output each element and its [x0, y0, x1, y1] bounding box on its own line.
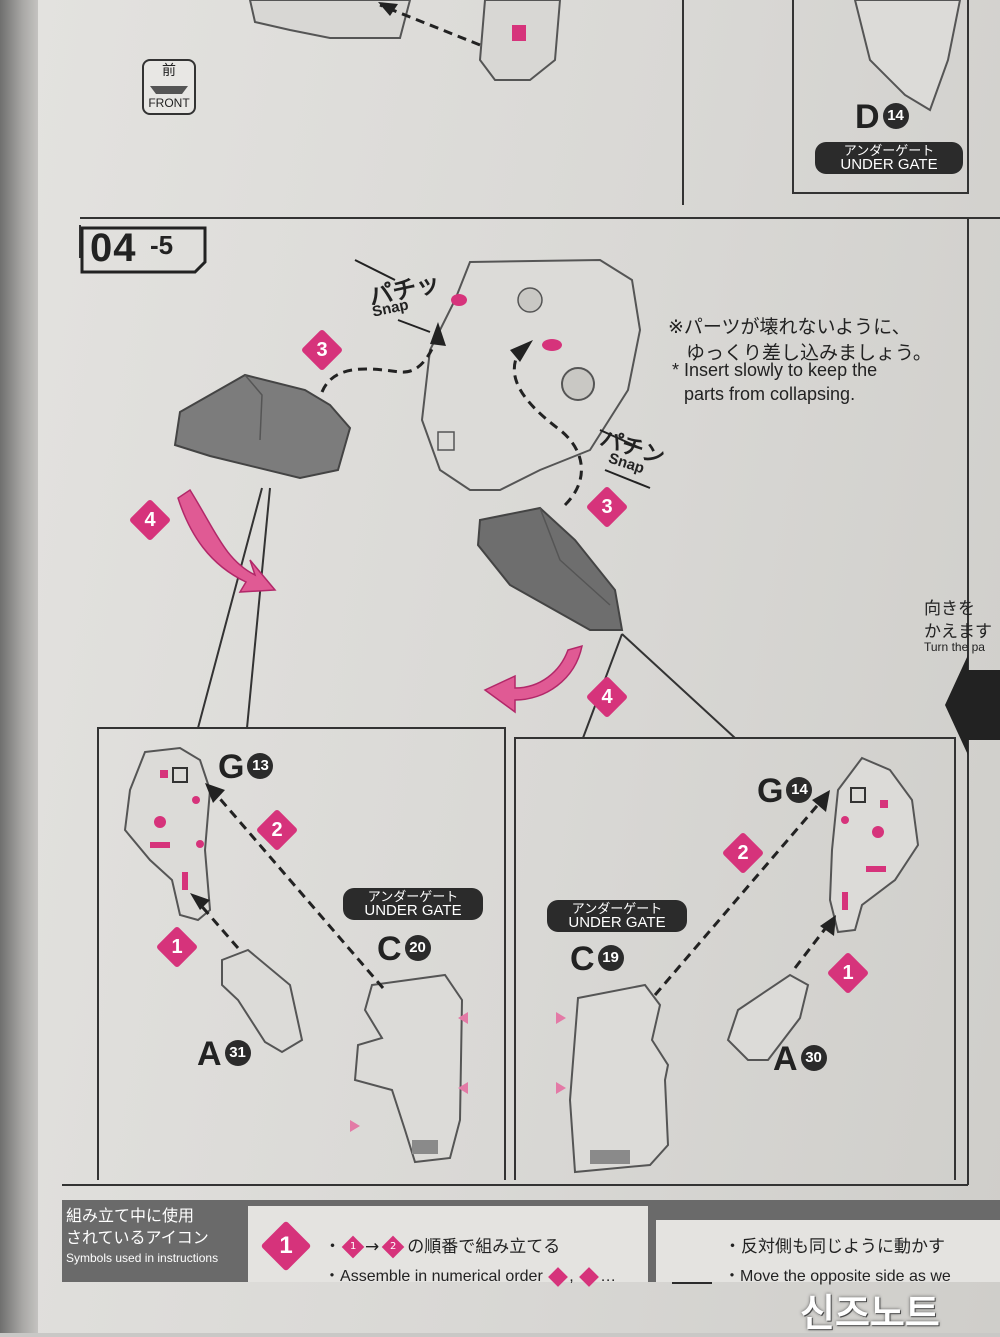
legend-title-jp-1: 組み立て中に使用	[66, 1206, 195, 1225]
part-letter: D	[855, 98, 880, 136]
turn-jp-line2: かえます	[924, 622, 992, 642]
part-number: 13	[247, 753, 274, 780]
legend-mirror-jp: ・反対側も同じように動かす	[724, 1237, 945, 1257]
step-diamond: 1	[826, 951, 870, 995]
part-number: 19	[597, 945, 624, 972]
legend-order-en-tail: …	[600, 1268, 617, 1285]
legend-icon-number: 1	[279, 1232, 293, 1259]
front-icon-label: FRONT	[148, 96, 190, 110]
legend-mirror-box	[656, 1220, 1000, 1282]
diamond-number: 4	[144, 509, 156, 531]
under-gate-en: UNDER GATE	[364, 902, 462, 919]
diamond-number: 2	[271, 819, 283, 841]
under-gate-jp: アンダーゲート	[571, 901, 663, 916]
diamond-number: 1	[842, 962, 854, 984]
legend-order-box	[248, 1206, 648, 1282]
diamond-number: 3	[316, 339, 328, 361]
legend-title-en: Symbols used in instructions	[66, 1251, 219, 1265]
under-gate-en: UNDER GATE	[568, 914, 666, 931]
front-icon-jp: 前	[162, 62, 176, 78]
under-gate-badge-left: アンダーゲート UNDER GATE	[343, 888, 483, 920]
part-letter: G	[757, 772, 784, 810]
part-number: 30	[800, 1045, 827, 1072]
step-sub-number: -5	[150, 230, 174, 260]
under-gate-jp: アンダーゲート	[843, 143, 935, 158]
part-letter: G	[218, 748, 245, 786]
diamond-number: 3	[601, 496, 613, 518]
under-gate-badge-top: アンダーゲート UNDER GATE	[815, 142, 963, 174]
note-jp-line1: ※パーツが壊れないように、	[668, 316, 911, 338]
note-jp-line2: ゆっくり差し込みましょう。	[686, 342, 932, 364]
legend-n1: 1	[349, 1241, 357, 1252]
part-number: 14	[786, 777, 813, 804]
legend-order-en-text: Assemble in numerical order	[340, 1268, 543, 1285]
book-gutter-shadow	[0, 0, 38, 1333]
step-diamond: 2	[721, 831, 765, 875]
step-diamond: 3	[585, 485, 629, 529]
part-number: 31	[224, 1040, 251, 1067]
step-diamond: 3	[300, 328, 344, 372]
diamond-number: 4	[601, 686, 613, 708]
step-diamond: 1	[155, 925, 199, 969]
step-diamond: 2	[255, 808, 299, 852]
part-number: 14	[882, 103, 909, 130]
legend-n2: 2	[390, 1241, 397, 1252]
part-number: 20	[404, 935, 431, 962]
note-en-line2: parts from collapsing.	[684, 384, 856, 404]
watermark-signature: 신즈노트	[800, 1291, 940, 1335]
diamond-number: 1	[171, 936, 183, 958]
legend-step-icon: 1	[260, 1220, 312, 1272]
under-gate-en: UNDER GATE	[840, 156, 938, 173]
instruction-page	[38, 0, 1000, 1333]
legend-title-jp-2: されているアイコン	[66, 1228, 209, 1247]
legend-mirror-en-text: Move the opposite side as we	[740, 1268, 951, 1285]
under-gate-jp: アンダーゲート	[367, 889, 459, 904]
under-gate-badge-right: アンダーゲート UNDER GATE	[547, 900, 687, 932]
step-diamond: 4	[585, 675, 629, 719]
note-en-line1: * Insert slowly to keep the	[672, 360, 878, 380]
legend-mirror-en: ・Move the opposite side as we	[724, 1268, 951, 1285]
turn-jp-line1: 向きを	[924, 599, 975, 619]
step-diamond: 4	[128, 498, 172, 542]
part-letter: A	[773, 1040, 798, 1078]
diamond-number: 2	[737, 842, 749, 864]
step-number: 04	[90, 226, 137, 270]
legend-order-jp-text: の順番で組み立てる	[407, 1237, 561, 1257]
legend-order-en: ・Assemble in numerical order , …	[324, 1266, 617, 1287]
part-letter: C	[570, 940, 595, 978]
legend-arrow: →	[365, 1237, 380, 1257]
legend-title: 組み立て中に使用 されているアイコン Symbols used in instr…	[66, 1205, 242, 1275]
turn-en: Turn the pa	[924, 640, 985, 654]
part-letter: A	[197, 1035, 222, 1073]
legend-mirror-jp-text: 反対側も同じように動かす	[741, 1237, 945, 1257]
part-letter: C	[377, 930, 402, 968]
